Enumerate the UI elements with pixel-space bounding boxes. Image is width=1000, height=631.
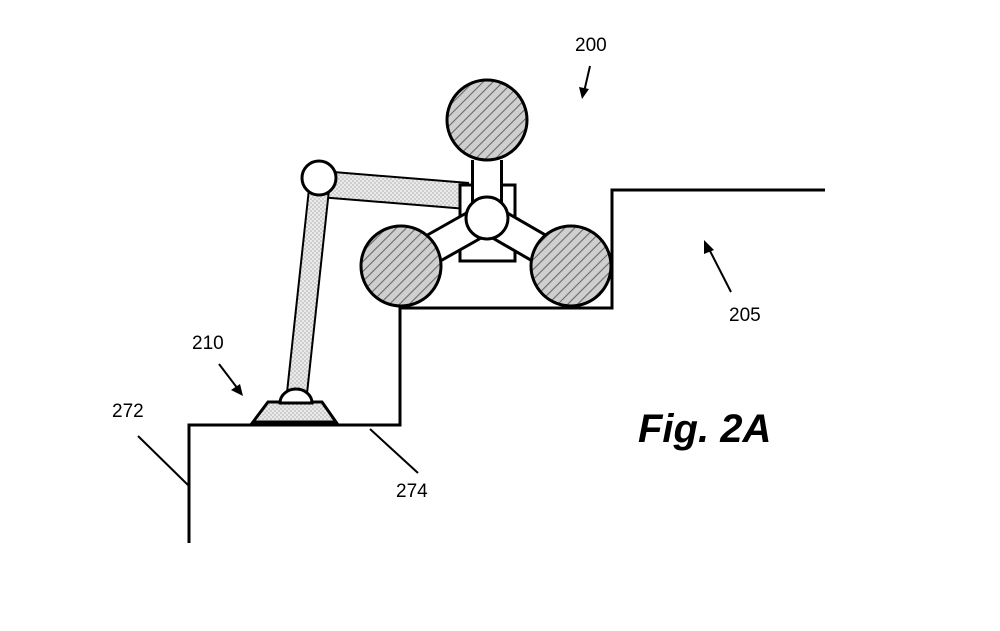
right-wheel bbox=[529, 224, 613, 308]
label-210: 210 bbox=[192, 333, 224, 354]
label-272: 272 bbox=[112, 401, 144, 422]
leader-200 bbox=[583, 65, 591, 93]
head-wheel bbox=[445, 78, 529, 162]
staircase-profile bbox=[187, 188, 825, 543]
leader-210 bbox=[218, 363, 239, 390]
left-wheel bbox=[359, 224, 443, 308]
label-205: 205 bbox=[729, 305, 761, 326]
foot-pad bbox=[250, 400, 339, 424]
knee-joint bbox=[300, 159, 338, 197]
leader-205 bbox=[707, 246, 732, 293]
leg-assembly bbox=[250, 159, 470, 424]
leader-274 bbox=[369, 428, 419, 474]
robot-body bbox=[359, 78, 613, 308]
center-hub bbox=[464, 195, 510, 241]
leader-272 bbox=[137, 435, 190, 487]
label-274: 274 bbox=[396, 481, 428, 502]
label-200: 200 bbox=[575, 35, 607, 56]
figure-title: Fig. 2A bbox=[638, 407, 771, 451]
ankle-joint bbox=[278, 387, 314, 405]
reference-leaders bbox=[137, 65, 732, 487]
